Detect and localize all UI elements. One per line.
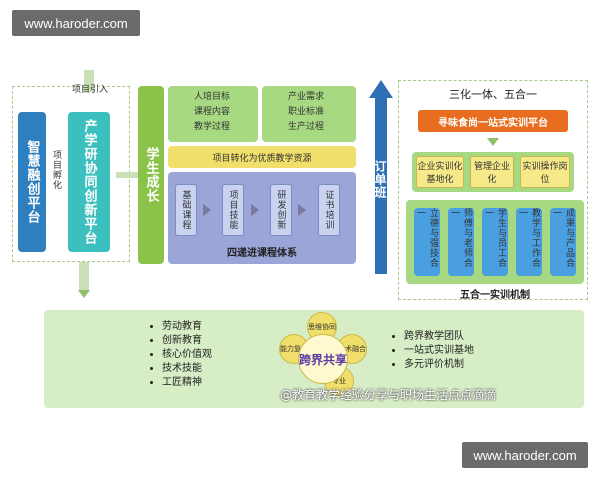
top-right-box: 产业需求 职业标准 生产过程 — [262, 86, 356, 142]
arrow-right-icon — [251, 204, 259, 216]
list-item: 一站式实训基地 — [404, 344, 474, 358]
list-item: 技术技能 — [162, 362, 212, 376]
order-arrow-shaft — [375, 98, 387, 274]
bottom-watermark: www.haroder.com — [462, 442, 588, 468]
five-item: 成果与产品合一 — [550, 208, 576, 276]
top-right-item: 职业标准 — [288, 107, 325, 117]
transform-bar: 项目转化为优质教学资源 — [168, 146, 356, 168]
arrow-right-icon — [203, 204, 211, 216]
three-item: 企业实训化基地化 — [416, 156, 464, 188]
five-item: 教学与工作合一 — [516, 208, 542, 276]
social-watermark: @教育教学经验分享与职场生活点点滴滴 — [280, 388, 497, 402]
right-title: 三化一体、五合一 — [449, 88, 537, 101]
list-item: 劳动教育 — [162, 320, 212, 334]
list-item: 多元评价机制 — [404, 358, 474, 372]
list-item: 工匠精神 — [162, 376, 212, 390]
five-item: 学生与员工合一 — [482, 208, 508, 276]
right-region — [398, 80, 588, 300]
order-arrow-icon — [369, 80, 393, 98]
import-label: 项目引入 — [72, 85, 109, 95]
platform-title: 寻味食尚一站式实训平台 — [418, 110, 568, 132]
arrow-right-icon — [298, 204, 306, 216]
top-right-item: 生产过程 — [288, 122, 325, 132]
step-certificate: 证书培训 — [318, 184, 340, 236]
top-left-item: 人培目标 — [194, 92, 231, 102]
five-item: 师傅与老师合一 — [448, 208, 474, 276]
three-item: 实训操作岗位 — [520, 156, 570, 188]
top-left-item: 课程内容 — [194, 107, 231, 117]
to-left-arrow — [116, 172, 138, 178]
left-list: 劳动教育 创新教育 核心价值观 技术技能 工匠精神 — [150, 320, 212, 390]
right-list: 跨界教学团队 一站式实训基地 多元评价机制 — [392, 330, 474, 372]
top-watermark: www.haroder.com — [12, 10, 140, 36]
order-class-label: 订单班 — [373, 160, 387, 199]
incubate-label: 项目孵化 — [51, 150, 61, 190]
step-skill: 项目技能 — [222, 184, 244, 236]
top-right-item: 产业需求 — [288, 92, 325, 102]
five-footer: 五合一实训机制 — [460, 290, 530, 301]
chanxue-platform: 产学研协同创新平台 — [68, 112, 110, 252]
left-down-arrow-icon — [78, 290, 90, 298]
list-item: 跨界教学团队 — [404, 330, 474, 344]
import-arrow-shaft — [84, 70, 94, 92]
zhihui-platform: 智慧融创平台 — [18, 112, 46, 252]
list-item: 核心价值观 — [162, 348, 212, 362]
down-arrow-icon — [487, 138, 499, 146]
three-item: 管理企业化 — [470, 156, 514, 188]
top-left-item: 教学过程 — [194, 122, 231, 132]
list-item: 创新教育 — [162, 334, 212, 348]
top-left-box: 人培目标 课程内容 教学过程 — [168, 86, 258, 142]
five-item: 立德与强技合一 — [414, 208, 440, 276]
course-system-title: 四递进课程体系 — [227, 248, 297, 259]
left-down-arrow-shaft — [79, 262, 89, 292]
student-growth: 学生成长 — [138, 86, 164, 264]
center-circle: 跨界共享 — [298, 334, 348, 384]
step-research: 研发创新 — [270, 184, 292, 236]
step-basic: 基础课程 — [175, 184, 197, 236]
